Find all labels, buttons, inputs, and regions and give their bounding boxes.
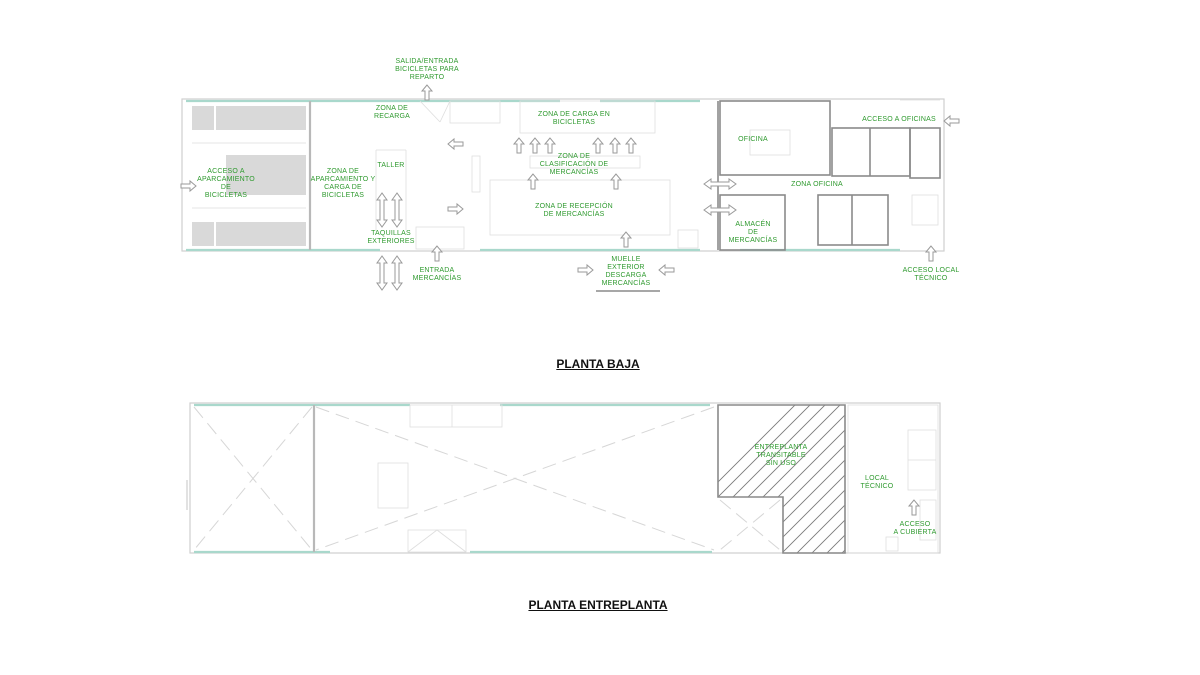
label-storage: ALMACÉN DE MERCANCÍAS (728, 221, 778, 244)
label-workshop: TALLER (377, 162, 405, 169)
label-lockers: TAQUILLAS EXTERIORES (367, 230, 415, 245)
label-reception-zone: ZONA DE RECEPCIÓN DE MERCANCÍAS (535, 203, 613, 218)
ground-floor-plan (181, 98, 945, 252)
label-unloading-dock: MUELLE EXTERIOR DESCARGA MERCANCÍAS (601, 256, 651, 287)
label-charging-zone: ZONA DE RECARGA (373, 105, 411, 120)
label-office-zone: ZONA OFICINA (791, 181, 843, 188)
label-sorting-zone: ZONA DE CLASIFICACIÓN DE MERCANCÍAS (539, 153, 609, 176)
label-bike-loading-zone: ZONA DE CARGA EN BICICLETAS (537, 111, 611, 126)
ground-floor-arrows (180, 84, 960, 292)
title-ground-floor: PLANTA BAJA (556, 357, 640, 371)
label-goods-entry: ENTRADA MERCANCÍAS (412, 267, 462, 282)
title-mezzanine: PLANTA ENTREPLANTA (528, 598, 668, 612)
label-roof-access: ACCESO A CUBIERTA (893, 521, 937, 536)
label-tech-room: LOCAL TÉCNICO (860, 475, 894, 490)
label-tech-room-access: ACCESO LOCAL TÉCNICO (902, 267, 960, 282)
label-bike-parking-zone: ZONA DE APARCAMIENTO Y CARGA DE BICICLET… (310, 168, 376, 199)
label-office-access: ACCESO A OFICINAS (862, 116, 936, 123)
label-unused-mezzanine: ENTREPLANTA TRANSITABLE SIN USO (754, 444, 808, 467)
label-bike-parking-access: ACCESO A APARCAMIENTO DE BICICLETAS (197, 168, 255, 199)
mezzanine-floor-plan (186, 402, 941, 554)
label-office: OFICINA (738, 136, 768, 143)
label-bike-delivery-exit: SALIDA/ENTRADA BICICLETAS PARA REPARTO (395, 58, 459, 81)
